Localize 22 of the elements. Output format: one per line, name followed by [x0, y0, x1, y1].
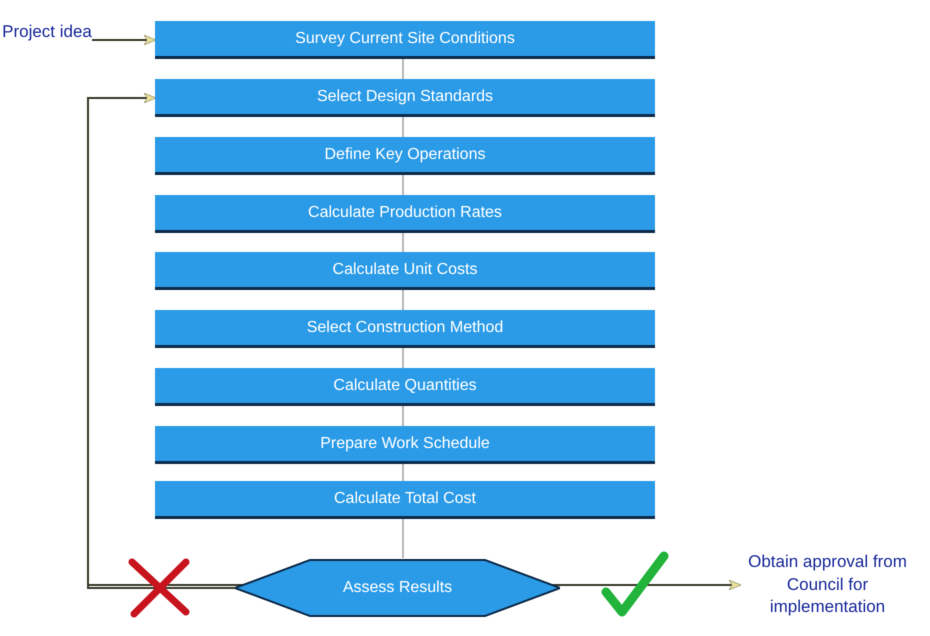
process-box: Prepare Work Schedule: [155, 426, 655, 464]
process-box: Calculate Quantities: [155, 368, 655, 406]
text-label: Obtain approval from Council for implementation: [740, 538, 915, 632]
text-label: Project idea: [2, 4, 92, 60]
connector-line: [402, 59, 404, 79]
decision-hexagon: Assess Results: [235, 558, 560, 618]
connector-line: [402, 406, 404, 426]
connector-line: [402, 348, 404, 368]
process-box: Calculate Total Cost: [155, 481, 655, 519]
process-box: Select Design Standards: [155, 79, 655, 117]
process-box: Define Key Operations: [155, 137, 655, 175]
process-box: Calculate Unit Costs: [155, 252, 655, 290]
connector-line: [402, 175, 404, 195]
connector-line: [402, 117, 404, 137]
connector-line: [402, 233, 404, 252]
process-box: Select Construction Method: [155, 310, 655, 348]
connector-line: [402, 464, 404, 481]
connector-line: [402, 519, 404, 558]
process-box: Survey Current Site Conditions: [155, 21, 655, 59]
connector-line: [402, 290, 404, 310]
arrow: [92, 34, 156, 46]
process-box: Calculate Production Rates: [155, 195, 655, 233]
